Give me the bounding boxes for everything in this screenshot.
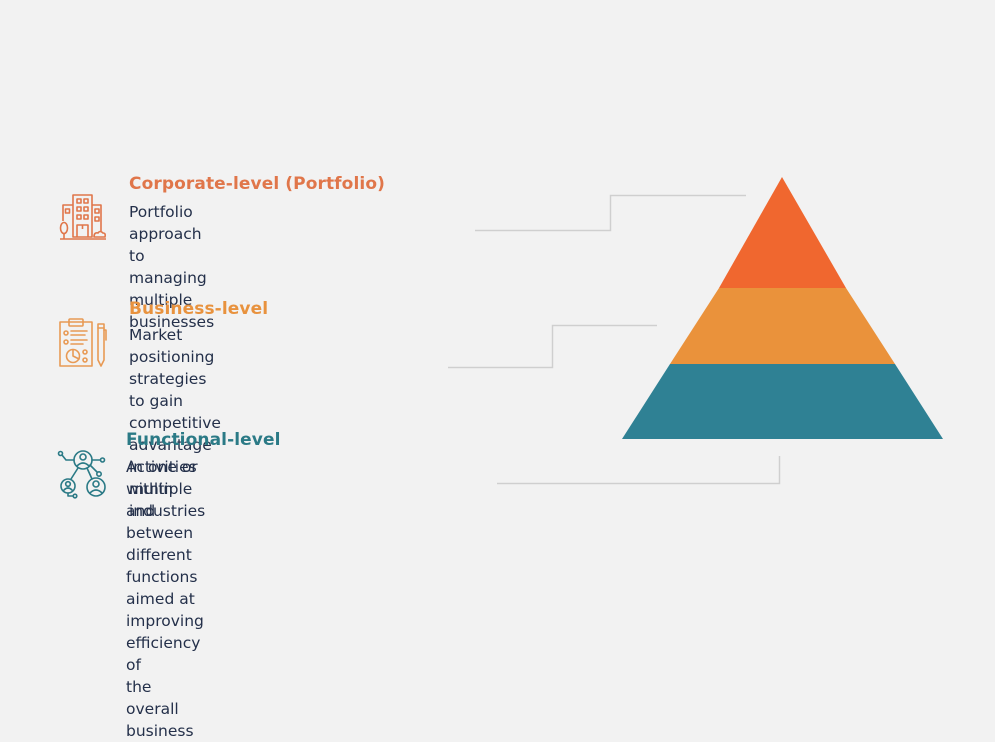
- pyramid-tier-corporate: [719, 177, 846, 288]
- office-buildings-icon: [56, 191, 110, 245]
- connector-business: [448, 324, 657, 369]
- level-description-business: Market positioning strategies to gain co…: [129, 326, 221, 520]
- clipboard-chart-pen-icon: [56, 316, 110, 370]
- level-description-corporate: Portfolio approach to managing multiple …: [129, 203, 215, 331]
- level-title-business: Business-level: [129, 299, 269, 319]
- connector-corporate: [475, 194, 746, 232]
- level-title-functional: Functional-level: [126, 430, 281, 450]
- pyramid-tier-functional: [622, 364, 943, 439]
- connector-functional: [497, 456, 781, 485]
- level-title-corporate: Corporate-level (Portfolio): [129, 174, 385, 194]
- people-network-icon: [56, 446, 110, 500]
- pyramid-tier-business: [670, 288, 895, 364]
- level-description-functional: Activities within and between different …: [126, 458, 204, 740]
